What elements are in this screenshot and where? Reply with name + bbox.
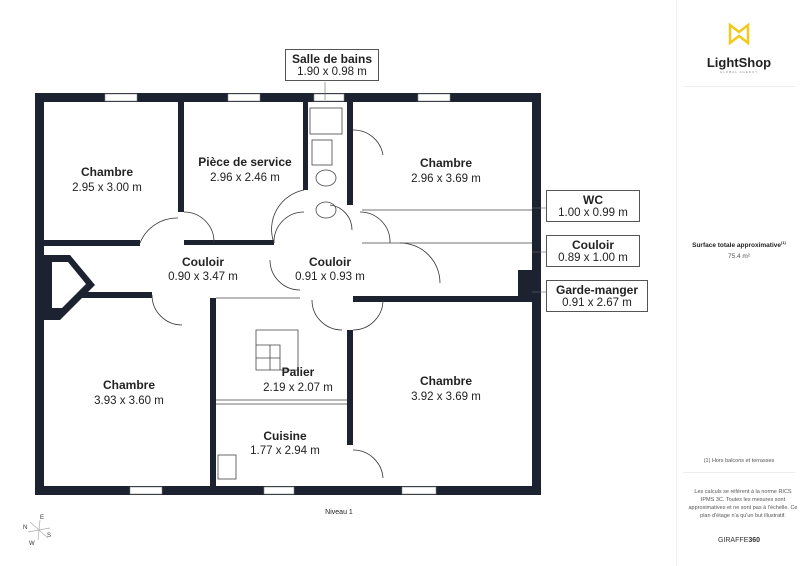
compass-w: W [29,541,35,547]
info-sidebar: LightShop GLOBAL AGENCY Surface totale a… [676,0,800,566]
callout-couloir: Couloir 0.89 x 1.00 m [546,235,640,267]
room-dims: 0.91 x 0.93 m [295,271,365,283]
disclaimer: Les calculs se réfèrent à la norme RICS … [688,489,798,519]
room-name: Chambre [81,165,133,179]
room-dims: 0.90 x 3.47 m [168,271,238,283]
room-dims: 2.96 x 2.46 m [210,172,280,184]
balcony-note: (1) Hors balcons et terrasses [683,458,795,473]
room-dims: 2.19 x 2.07 m [263,382,333,394]
callout-wc: WC 1.00 x 0.99 m [546,190,640,222]
room-name: Pièce de service [198,155,292,169]
room-dims: 2.95 x 3.00 m [72,182,142,194]
leader-lines [324,82,546,293]
windows [104,93,451,495]
room-dims: 3.92 x 3.69 m [411,391,481,403]
logo-text: LightShop [706,55,772,70]
callout-name: Garde-manger [555,283,639,297]
room-name: Chambre [103,378,155,392]
level-label: Niveau 1 [325,509,353,516]
room-name: Palier [282,365,315,379]
surface-label: Surface totale approximative [692,242,781,250]
compass-n: N [23,525,27,531]
callout-dims: 1.90 x 0.98 m [297,66,367,78]
callout-name: Salle de bains [291,52,373,66]
logo-mark-icon [728,22,750,46]
brand-part1: GIRAFFE [717,537,749,544]
callout-dims: 0.91 x 2.67 m [562,297,632,309]
room-name: Cuisine [263,429,307,443]
callout-garde-manger: Garde-manger 0.91 x 2.67 m [546,280,648,312]
floor-plan: Chambre 2.95 x 3.00 m Pièce de service 2… [23,82,546,547]
interior [52,262,86,308]
doors [139,129,441,479]
compass: N E S W [23,515,51,547]
brand-part2: 360 [748,537,761,544]
compass-e: E [40,515,44,521]
room-dims: 1.77 x 2.94 m [250,445,320,457]
room-dims: 3.93 x 3.60 m [94,395,164,407]
surface-value: 75.4 m² [727,253,751,261]
room-name: Couloir [182,255,224,269]
room-name: Chambre [420,156,472,170]
callout-dims: 0.89 x 1.00 m [558,252,628,264]
room-dims: 2.96 x 3.69 m [411,173,481,185]
logo-subtext: GLOBAL AGENCY [719,70,759,74]
callout-name: WC [583,193,603,207]
compass-s: S [47,533,51,539]
room-name: Couloir [309,255,351,269]
room-name: Chambre [420,374,472,388]
fixtures [216,107,532,480]
footnote-mark: (1) [780,240,786,245]
callout-salle-de-bains: Salle de bains 1.90 x 0.98 m [285,49,379,81]
brand-logo: LightShop GLOBAL AGENCY [683,6,795,87]
callout-dims: 1.00 x 0.99 m [558,207,628,219]
room-labels: Chambre 2.95 x 3.00 m Pièce de service 2… [72,155,481,516]
callout-name: Couloir [572,238,614,252]
giraffe360-brand: GIRAFFE360 [683,537,795,544]
surface-total: Surface totale approximative(1) 75.4 m² [683,240,795,260]
